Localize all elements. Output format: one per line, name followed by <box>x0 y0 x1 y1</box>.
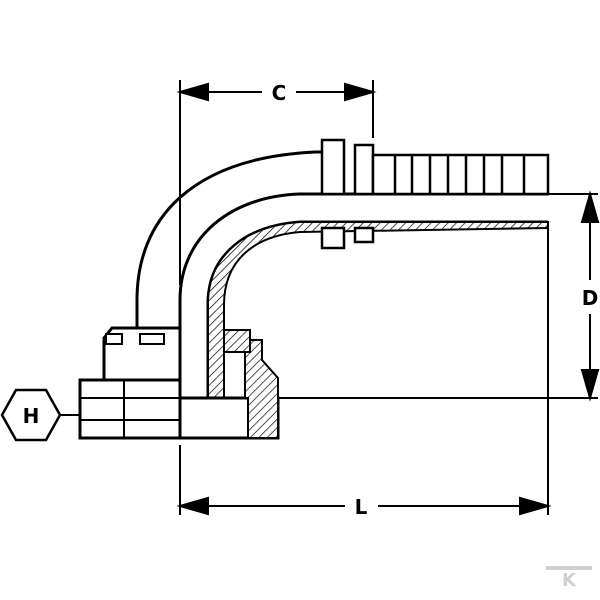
dimension-d-arrow-top <box>580 190 600 223</box>
hex-size-label: H <box>23 404 40 428</box>
nut-groove <box>139 333 165 345</box>
dimension-d-arrow-bottom <box>580 369 600 402</box>
section-hatch <box>207 221 549 399</box>
dimension-d-label: D <box>582 286 599 310</box>
nut-hex <box>78 378 182 440</box>
hose-tail <box>320 138 550 250</box>
swivel-nut <box>78 326 280 440</box>
dimension-l-label: L <box>355 495 368 519</box>
nut-groove-2 <box>105 333 123 345</box>
watermark-logo: K <box>546 566 592 591</box>
collar-2-lower <box>353 226 375 244</box>
collar-2 <box>353 143 375 196</box>
elbow-outer-wall <box>135 150 322 330</box>
dimension-l <box>176 228 552 516</box>
dimension-c-label: C <box>272 81 287 105</box>
hexagon-icon <box>0 388 62 442</box>
watermark-bar <box>546 566 592 570</box>
dimension-c-arrow-left <box>176 82 209 102</box>
nut-inner-step <box>223 329 251 353</box>
dimension-c-arrow-right <box>344 82 377 102</box>
hex-size-marker: H <box>0 388 80 442</box>
dimension-l-arrow-right <box>519 496 552 516</box>
collar-1 <box>320 138 346 196</box>
collar-1-lower <box>320 226 346 250</box>
dimension-c <box>176 80 377 285</box>
elbow-inner-wall <box>178 192 548 398</box>
dimension-d <box>278 190 600 402</box>
tail-body <box>371 153 550 196</box>
watermark-text: K <box>562 570 577 591</box>
nut-section-hatch <box>244 339 279 439</box>
dimension-l-arrow-left <box>176 496 209 516</box>
